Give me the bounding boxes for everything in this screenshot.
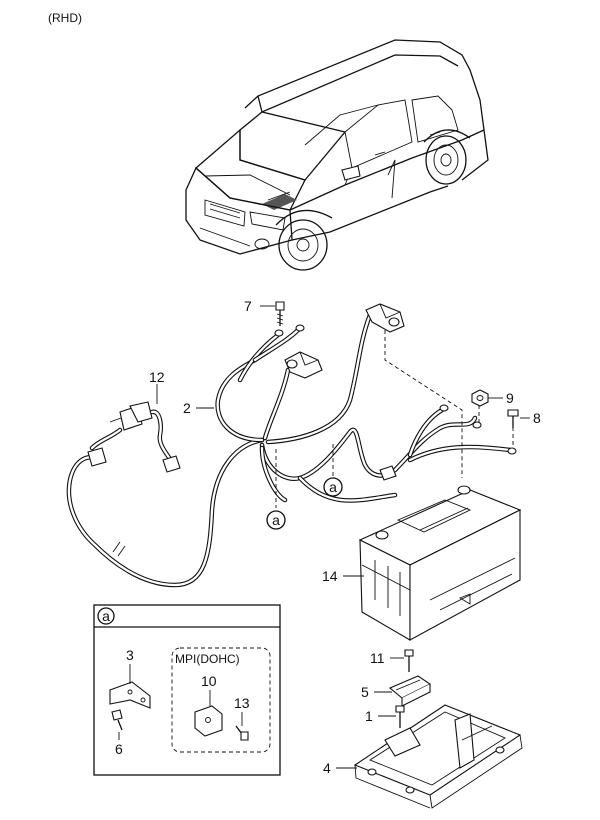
bolt-13	[240, 731, 249, 741]
bolt-1	[395, 705, 405, 728]
ref-marker-2: a	[266, 510, 286, 530]
battery-tray	[353, 704, 523, 809]
callout-1: 1	[365, 708, 373, 724]
bracket-10	[194, 705, 223, 737]
callout-4: 4	[323, 760, 331, 776]
bolt-8	[507, 409, 519, 428]
vehicle-illustration	[185, 39, 489, 271]
bolt-7	[275, 301, 285, 326]
callout-7: 7	[244, 298, 252, 314]
detail-inset: a MPI(DOHC)	[93, 604, 281, 776]
callout-9: 9	[506, 390, 514, 406]
bolt-6	[111, 709, 123, 721]
callout-3: 3	[126, 647, 134, 663]
callout-12: 12	[149, 369, 165, 385]
sensor-harness	[89, 401, 181, 473]
callout-8: 8	[533, 410, 541, 426]
callout-6: 6	[115, 741, 123, 757]
nut-9	[471, 389, 489, 407]
callout-5: 5	[361, 684, 369, 700]
callout-13: 13	[234, 695, 250, 711]
mpi-dohc-label: MPI(DOHC)	[175, 652, 240, 666]
inset-ref-letter: a	[102, 608, 110, 624]
svg-text:a: a	[329, 479, 337, 495]
variant-label: (RHD)	[48, 11, 82, 25]
ref-marker-1: a	[323, 477, 343, 497]
battery	[358, 485, 522, 641]
callout-14: 14	[322, 568, 338, 584]
battery-wiring-harness	[66, 303, 517, 588]
dashed-leader-positive	[384, 330, 463, 478]
bracket-5	[388, 675, 432, 707]
callout-2: 2	[183, 400, 191, 416]
bracket-3	[109, 681, 151, 709]
callout-leaders	[118, 305, 530, 769]
svg-text:a: a	[272, 512, 280, 528]
callout-10: 10	[201, 673, 217, 689]
callout-11: 11	[370, 650, 385, 666]
bolt-11	[404, 649, 414, 672]
